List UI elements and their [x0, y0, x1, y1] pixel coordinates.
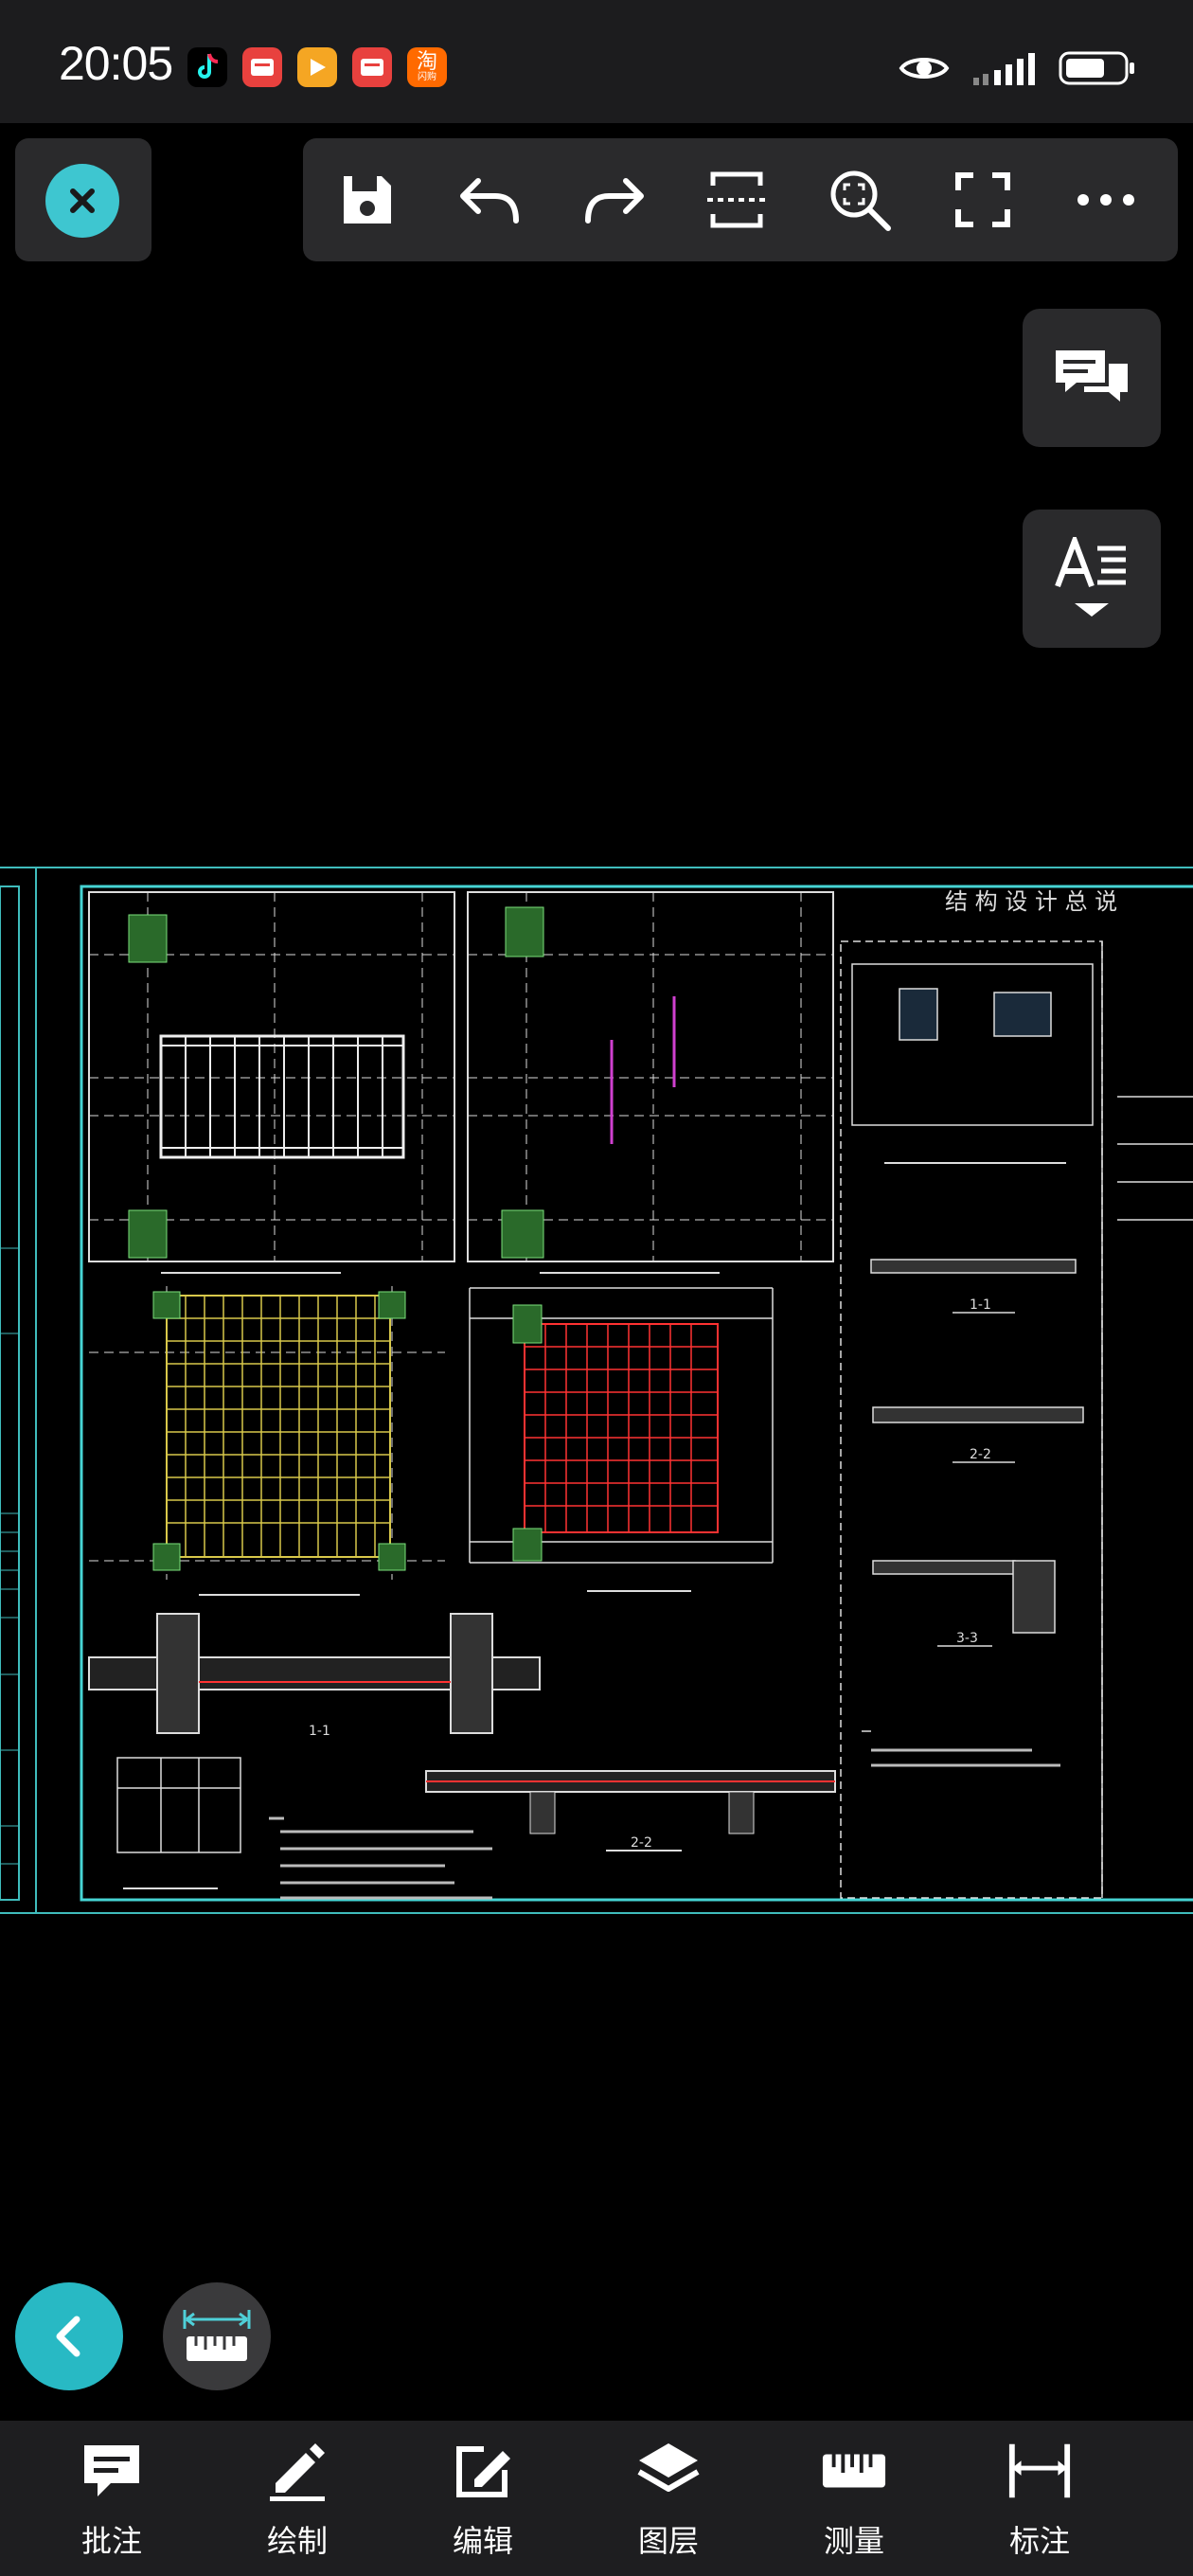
chevron-left-icon: [56, 2316, 80, 2357]
drawing-canvas[interactable]: 结 构 设 计 总 说 1-1 2-2 3-3 1-1 2-2: [0, 860, 1193, 1921]
nav-label-edit: 编辑: [452, 2523, 513, 2559]
section-label-4: 1-1: [309, 1724, 330, 1739]
plan-panel-a: [88, 891, 455, 1274]
chevron-down-icon: [1075, 603, 1109, 617]
back-button[interactable]: [15, 2282, 123, 2390]
section-label-3: 3-3: [956, 1631, 978, 1646]
comments-icon: [1056, 350, 1128, 402]
undo-icon[interactable]: [453, 162, 528, 238]
top-toolbar: [303, 138, 1178, 261]
nav-label-annotate: 批注: [80, 2523, 142, 2559]
comments-button[interactable]: [1023, 309, 1161, 447]
section-detail-1: [88, 1613, 541, 1734]
eye-icon: [899, 58, 950, 79]
nav-layers[interactable]: 图层: [593, 2438, 744, 2570]
plan-panel-b: [467, 891, 834, 1274]
quick-measure-button[interactable]: [163, 2282, 271, 2390]
layers-icon: [635, 2438, 702, 2504]
signal-icon: [973, 53, 1035, 85]
nav-measure[interactable]: 测量: [778, 2438, 930, 2570]
more-icon[interactable]: [1068, 162, 1144, 238]
redo-icon[interactable]: [576, 162, 651, 238]
nav-dimension[interactable]: 标注: [964, 2438, 1115, 2570]
nav-draw[interactable]: 绘制: [222, 2438, 373, 2570]
nav-label-draw: 绘制: [266, 2523, 328, 2559]
section-labels: 1-1 2-2 3-3 1-1 2-2: [309, 1297, 991, 1851]
red-note-icon: [352, 47, 392, 87]
section-label-1: 1-1: [970, 1297, 991, 1313]
taobao-icon: 淘 闪购: [407, 47, 447, 87]
measure-ruler-icon: [183, 2310, 251, 2361]
status-indicators: [898, 45, 1136, 91]
status-bar: 20:05 淘 闪购: [0, 0, 1193, 123]
drawing-title: 结 构 设 计 总 说: [945, 888, 1117, 915]
section-label-5: 2-2: [631, 1835, 652, 1851]
status-time: 20:05: [59, 37, 173, 90]
douyin-icon: [187, 47, 227, 87]
section-label-2: 2-2: [970, 1447, 991, 1462]
save-icon[interactable]: [329, 162, 405, 238]
close-icon[interactable]: [45, 164, 119, 238]
detail-column-right: [840, 940, 1193, 1899]
annotate-icon: [79, 2438, 145, 2504]
video-app-icon: [297, 47, 337, 87]
column-detail: [116, 1757, 241, 1889]
plan-panel-c: [89, 1286, 445, 1596]
red-note-icon: [242, 47, 282, 87]
nav-label-layers: 图层: [637, 2523, 699, 2559]
taobao-sub: 闪购: [418, 72, 436, 82]
text-style-icon: [1055, 537, 1126, 588]
nav-label-measure: 测量: [823, 2523, 884, 2559]
text-style-button[interactable]: [1023, 510, 1161, 648]
nav-annotate[interactable]: 批注: [36, 2438, 187, 2570]
battery-icon: [1059, 51, 1134, 85]
bottom-nav: 批注 绘制 编辑 图层 测量 标注: [0, 2421, 1193, 2576]
zoom-extents-icon[interactable]: [822, 162, 898, 238]
pencil-icon: [264, 2438, 330, 2504]
section-icon[interactable]: [699, 162, 775, 238]
plan-panel-d: [469, 1287, 774, 1592]
fullscreen-icon[interactable]: [945, 162, 1021, 238]
edit-icon: [450, 2438, 516, 2504]
taobao-label: 淘: [416, 50, 437, 74]
section-detail-2: [425, 1770, 836, 1852]
dimension-icon: [1006, 2438, 1073, 2504]
close-button[interactable]: [15, 138, 151, 261]
notes-block: [269, 1816, 492, 1900]
nav-label-dimension: 标注: [1008, 2523, 1070, 2559]
nav-edit[interactable]: 编辑: [407, 2438, 559, 2570]
ruler-icon: [821, 2438, 887, 2504]
